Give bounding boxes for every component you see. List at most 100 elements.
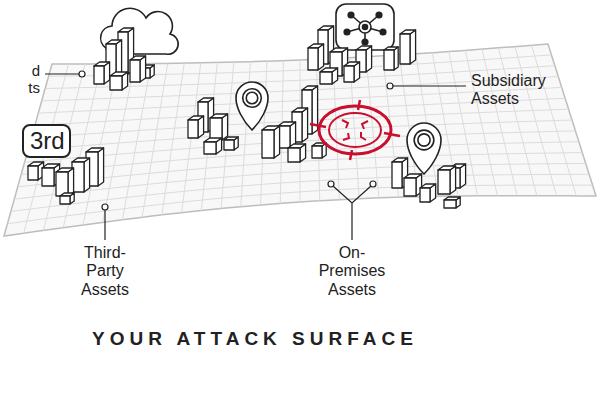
location-pin (407, 123, 441, 174)
building-front (384, 50, 394, 70)
building (94, 62, 110, 84)
pin-dot (418, 134, 430, 146)
building-front (210, 118, 222, 140)
building (28, 162, 44, 180)
building (404, 174, 422, 196)
building-front (344, 66, 354, 82)
leader-line (45, 73, 79, 74)
leader-lines (45, 71, 466, 240)
building-side (410, 30, 416, 64)
building-front (392, 162, 402, 188)
building-side (450, 166, 456, 194)
pin-dot (246, 92, 258, 104)
map-grid (7, 45, 592, 233)
building (56, 168, 74, 196)
building-front (420, 188, 430, 202)
building-front (288, 148, 300, 162)
location-pin (236, 82, 268, 130)
building-side (312, 86, 318, 134)
hub-leaf (362, 39, 368, 45)
building-side (84, 158, 90, 192)
hub-leaf (380, 29, 386, 35)
reticle-chevron (361, 132, 366, 140)
building-front (308, 48, 318, 70)
reticle-outer (319, 106, 391, 154)
leader-line (393, 85, 466, 86)
building-front (204, 142, 216, 154)
building-front (444, 200, 456, 208)
building (110, 72, 128, 90)
building-front (94, 66, 104, 84)
building-side (274, 126, 280, 158)
building (72, 158, 90, 192)
building (438, 166, 456, 194)
building-front (188, 120, 198, 138)
hub-center (359, 21, 371, 33)
building (188, 116, 204, 138)
building-front (110, 76, 122, 90)
grid-line (21, 142, 579, 175)
building (312, 143, 326, 158)
building (420, 184, 436, 202)
reticle-inner (329, 113, 381, 147)
reticle-tick (310, 124, 326, 127)
leader-line (104, 210, 105, 240)
building-front (400, 34, 410, 64)
grid-line (7, 185, 592, 224)
building-front (42, 168, 54, 186)
subsidiary-icon (336, 4, 394, 50)
building-front (130, 60, 140, 82)
building (224, 137, 238, 150)
reticle-chevron (362, 121, 368, 129)
badge-box: 3rd (22, 124, 71, 158)
leader-dot (102, 204, 108, 210)
building (288, 144, 306, 162)
leader-dot (328, 181, 334, 187)
map-surface (4, 44, 596, 236)
building-side (302, 108, 308, 142)
leader-dot (387, 83, 393, 89)
building (262, 126, 280, 158)
building (384, 47, 398, 70)
building (308, 44, 324, 70)
building (60, 193, 74, 204)
building (130, 56, 146, 82)
map-outline (4, 44, 596, 236)
hub-center-dot (363, 25, 368, 30)
pin-ring (243, 89, 262, 108)
building-front (262, 130, 274, 158)
asset-label: On-Premises Assets (319, 244, 386, 299)
badge-text: 3rd (30, 127, 63, 155)
pin-ring (414, 130, 434, 150)
building-front (28, 166, 38, 180)
hub-leaf (348, 12, 354, 18)
asset-label: Third-Party Assets (81, 244, 129, 299)
subsidiary-buildings (308, 26, 416, 84)
building-front (320, 72, 332, 84)
asset-label: Subsidiary Assets (471, 72, 546, 109)
reticle-tick (350, 150, 352, 160)
building (204, 138, 222, 154)
building (210, 114, 228, 140)
reticle-tick (358, 100, 360, 110)
asset-label: d ts (28, 62, 40, 97)
building (400, 30, 416, 64)
building (320, 68, 338, 84)
pin-body (407, 123, 441, 174)
building-front (312, 146, 322, 158)
reticle-chevron (342, 120, 348, 128)
leader-dot (370, 181, 376, 187)
leader-line (333, 186, 371, 240)
building-front (224, 140, 234, 150)
building (344, 62, 360, 82)
hub-leaf (376, 12, 382, 18)
building-side (98, 148, 104, 186)
pin-body (236, 82, 268, 130)
icon-frame (336, 4, 394, 50)
building-front (438, 170, 450, 194)
target-reticle (310, 100, 400, 160)
building-front (404, 178, 416, 196)
hub-leaf (344, 29, 350, 35)
reticle-chevron (343, 133, 349, 140)
